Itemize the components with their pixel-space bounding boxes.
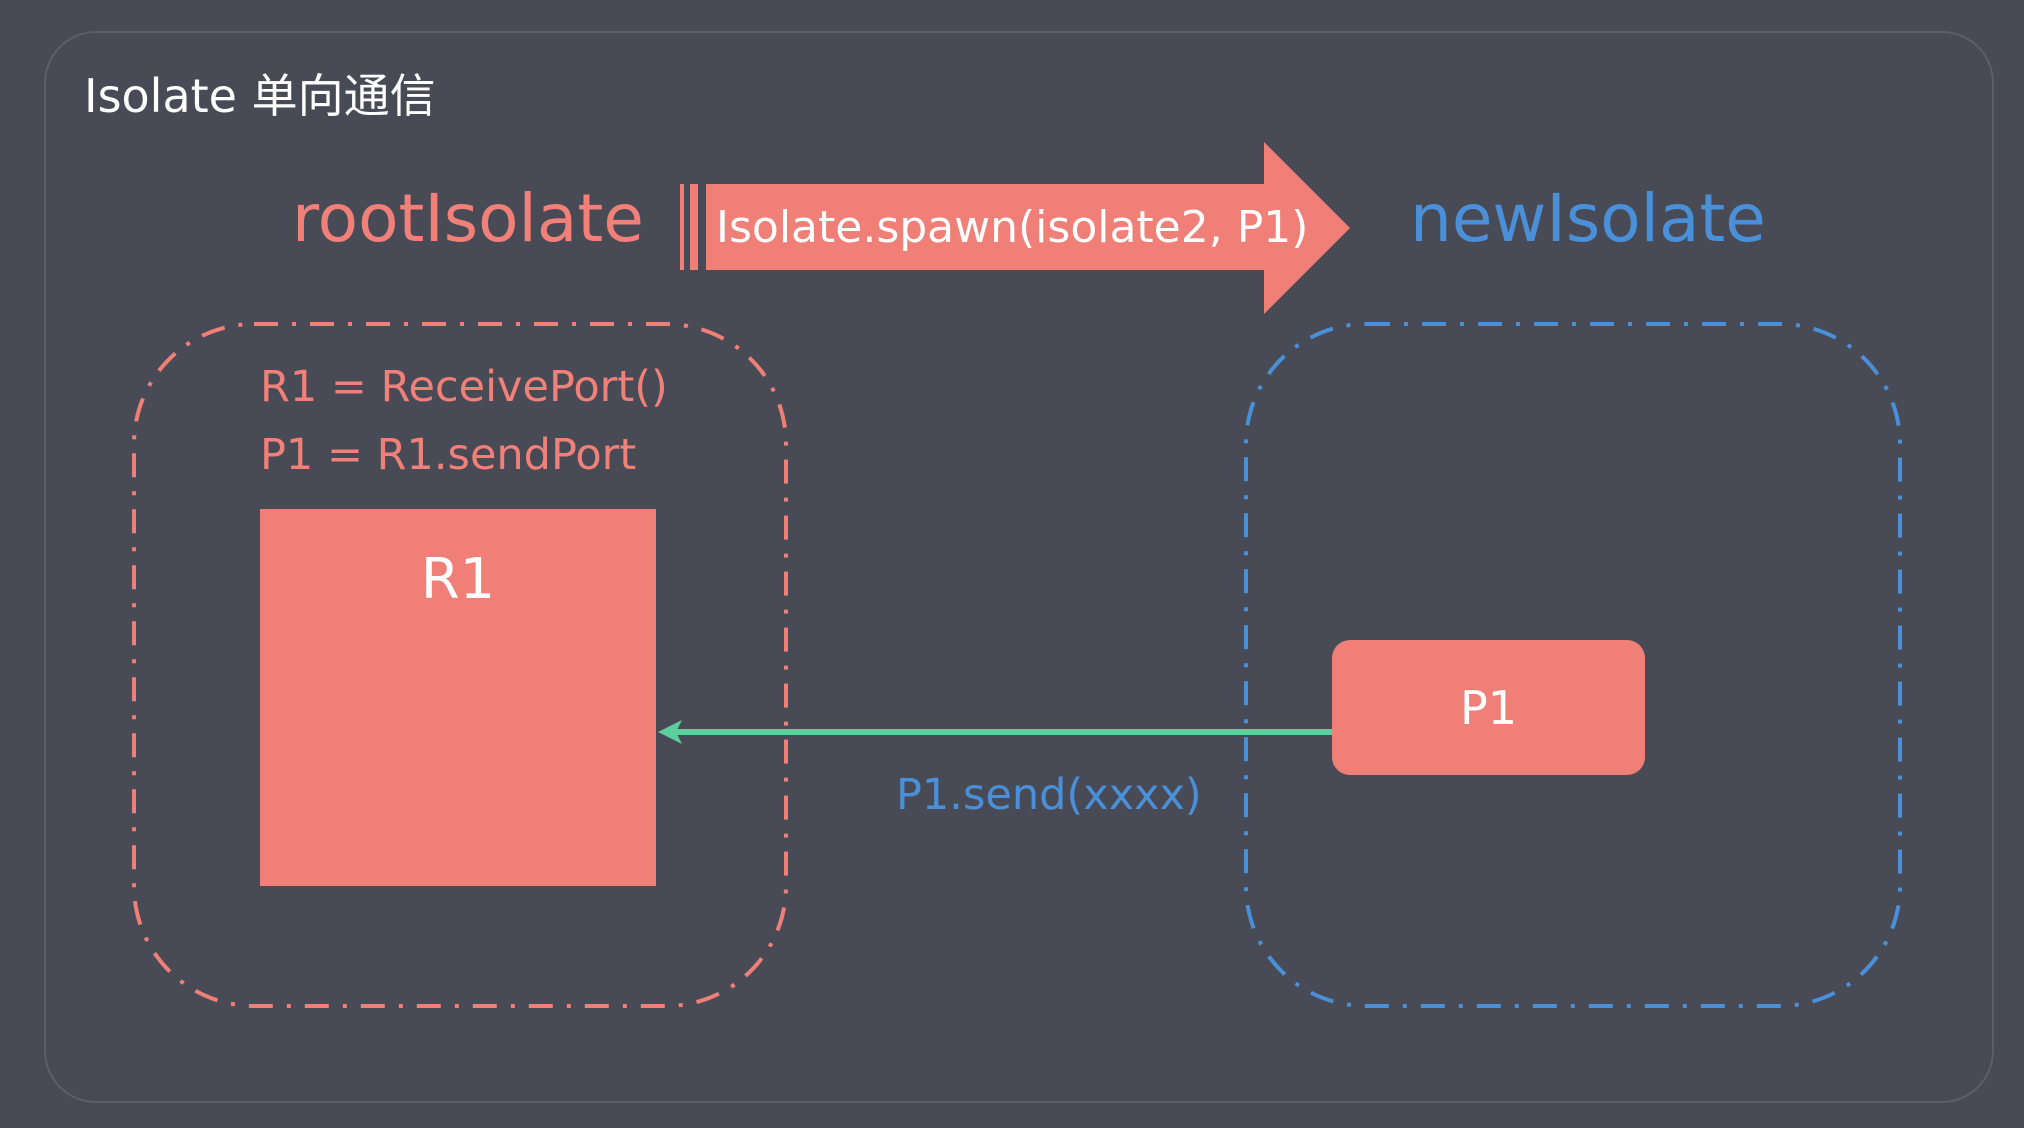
send-arrow-head [658, 720, 682, 744]
root-isolate-label: rootIsolate [292, 180, 644, 257]
new-isolate-label: newIsolate [1410, 180, 1766, 257]
root-isolate-container [132, 322, 788, 1008]
send-arrow [658, 720, 1332, 744]
send-port-box: P1 [1332, 640, 1645, 775]
spawn-arrow [680, 142, 1350, 314]
new-isolate-container [1244, 322, 1902, 1008]
receive-port-label: R1 [420, 547, 496, 612]
code-line-send-port: P1 = R1.sendPort [260, 430, 637, 480]
spawn-arrow-stripe-2 [690, 184, 698, 270]
spawn-arrow-body [706, 142, 1350, 314]
slide-panel [44, 31, 1994, 1103]
spawn-arrow-stripe-1 [680, 184, 684, 270]
slide-title: Isolate 单向通信 [84, 69, 436, 123]
receive-port-box: R1 [260, 509, 656, 886]
spawn-arrow-label: Isolate.spawn(isolate2, P1) [716, 202, 1309, 253]
send-port-label: P1 [1459, 680, 1517, 735]
code-line-receive-port: R1 = ReceivePort() [260, 362, 668, 412]
send-arrow-label: P1.send(xxxx) [896, 770, 1202, 820]
